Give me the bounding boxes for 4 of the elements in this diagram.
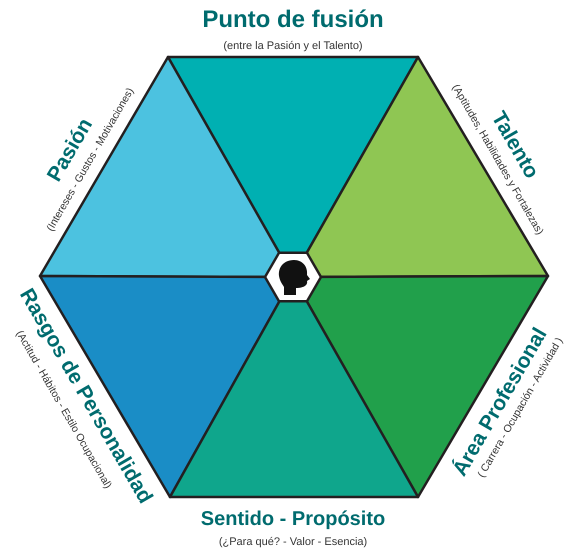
segment-subtitle: (¿Para qué? - Valor - Esencia) [218, 536, 368, 548]
segment-heading: Punto de fusión [202, 6, 384, 34]
segment-subtitle: (entre la Pasión y el Talento) [223, 40, 363, 52]
segment-heading: Sentido - Propósito [200, 508, 386, 530]
